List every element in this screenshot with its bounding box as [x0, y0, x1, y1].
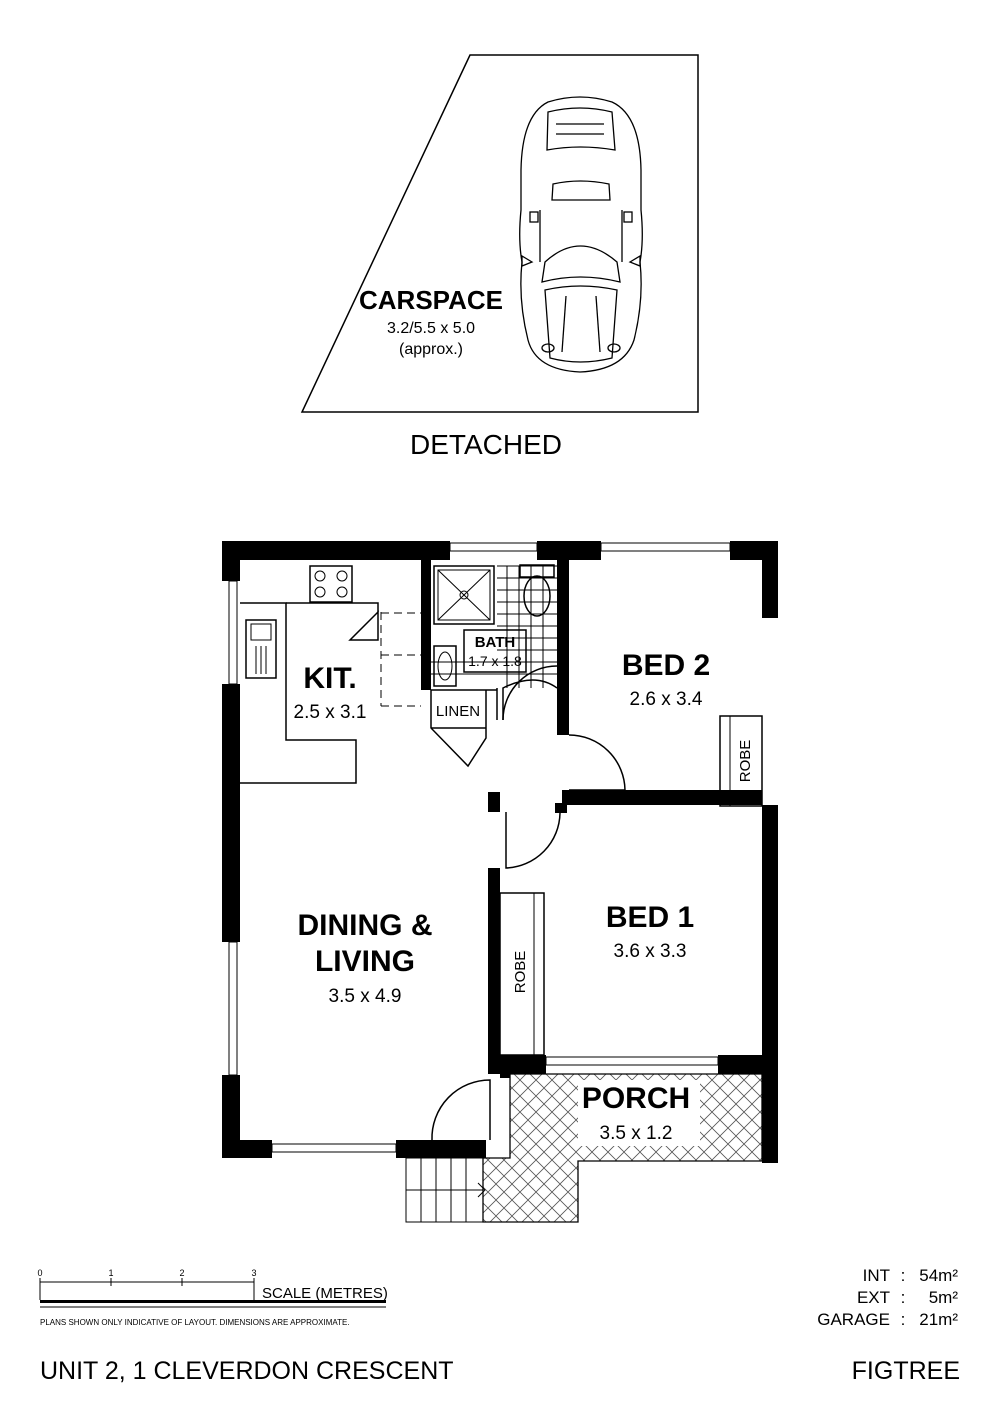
- bed2-title: BED 2: [622, 649, 710, 682]
- scale-tick-0: 0: [37, 1268, 42, 1278]
- kitchen-fixtures: [240, 565, 421, 784]
- porch-title: PORCH: [582, 1082, 690, 1115]
- scale-disclaimer: PLANS SHOWN ONLY INDICATIVE OF LAYOUT. D…: [40, 1318, 350, 1327]
- bed1-robe-label: ROBE: [512, 951, 529, 994]
- windows: [228, 542, 731, 1153]
- scale-label: SCALE (METRES): [262, 1285, 388, 1302]
- carspace: CARSPACE 3.2/5.5 x 5.0 (approx.) DETACHE…: [300, 54, 699, 460]
- dining-living-dimensions: 3.5 x 4.9: [329, 986, 402, 1007]
- cooktop-icon: [309, 565, 353, 603]
- car-icon: [519, 96, 643, 373]
- area-ext-sep: :: [901, 1288, 906, 1307]
- porch-area: [405, 1073, 763, 1223]
- entry-door: [431, 1079, 491, 1141]
- area-ext-name: EXT: [857, 1288, 890, 1307]
- dining-living-title-line2: LIVING: [315, 945, 415, 978]
- area-int-sep: :: [901, 1266, 906, 1285]
- address: UNIT 2, 1 CLEVERDON CRESCENT: [40, 1357, 454, 1385]
- shower-icon: [433, 565, 495, 625]
- area-ext-value: 5m²: [929, 1288, 959, 1307]
- scale-tick-1: 1: [108, 1268, 113, 1278]
- bed2-fixtures: [568, 715, 763, 807]
- kitchen-dimensions: 2.5 x 3.1: [294, 702, 367, 723]
- bath-title: BATH: [475, 634, 516, 651]
- carspace-outline: [300, 54, 699, 413]
- sink-icon: [245, 619, 277, 679]
- toilet-icon: [523, 575, 551, 617]
- bath-fixtures: [431, 564, 558, 721]
- carspace-note: (approx.): [399, 341, 463, 358]
- area-int-name: INT: [863, 1266, 890, 1285]
- suburb: FIGTREE: [852, 1357, 960, 1385]
- linen-cupboard: [430, 690, 487, 768]
- toilet-cistern-icon: [519, 564, 555, 578]
- walls: [222, 541, 778, 1163]
- linen-title: LINEN: [436, 703, 480, 720]
- kitchen-title: KIT.: [303, 662, 356, 695]
- area-garage-sep: :: [901, 1310, 906, 1329]
- bed1-dimensions: 3.6 x 3.3: [614, 941, 687, 962]
- scale-bar: [39, 1278, 386, 1308]
- dining-living-title-line1: DINING &: [298, 909, 433, 942]
- bed1-fixtures: [499, 812, 561, 1056]
- porch-dimensions: 3.5 x 1.2: [600, 1123, 673, 1144]
- carspace-dimensions: 3.2/5.5 x 5.0: [387, 320, 475, 337]
- scale-tick-3: 3: [251, 1268, 256, 1278]
- bed2-robe-label: ROBE: [737, 740, 754, 783]
- basin-icon: [433, 645, 457, 687]
- scale-tick-2: 2: [179, 1268, 184, 1278]
- bed1-title: BED 1: [606, 901, 694, 934]
- carspace-label: DETACHED: [410, 429, 562, 460]
- area-garage-name: GARAGE: [817, 1310, 890, 1329]
- area-garage-value: 21m²: [919, 1310, 958, 1329]
- bed2-dimensions: 2.6 x 3.4: [630, 689, 703, 710]
- bath-dimensions: 1.7 x 1.8: [468, 653, 522, 669]
- area-int-value: 54m²: [919, 1266, 958, 1285]
- carspace-title: CARSPACE: [359, 285, 503, 315]
